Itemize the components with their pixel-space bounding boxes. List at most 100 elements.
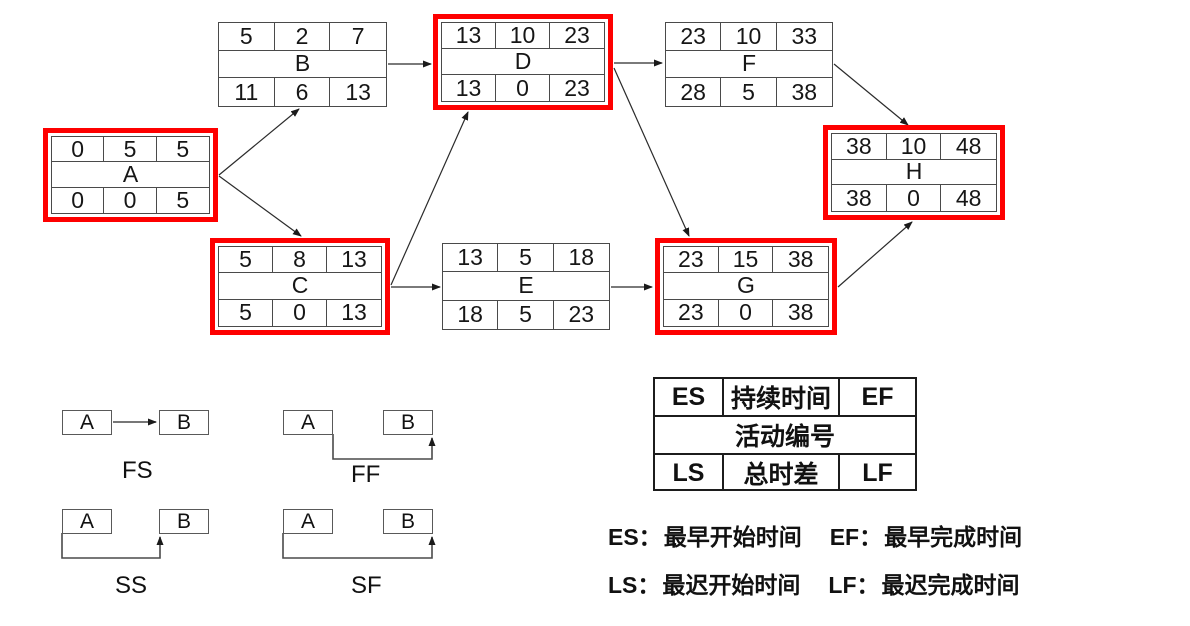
- node-C-es: 5: [219, 247, 273, 274]
- node-B-ef: 7: [330, 23, 386, 51]
- legend-cell-ls: LS: [655, 455, 724, 491]
- node-A-id: A: [52, 162, 209, 188]
- node-A-ls: 0: [52, 187, 105, 213]
- legend-cell-duration: 持续时间: [724, 379, 840, 417]
- activity-node-C: 5 8 13 C 5 0 13: [210, 238, 390, 335]
- definition-line-early: ES： 最早开始时间 EF： 最早完成时间: [608, 518, 1022, 552]
- node-F-ls: 28: [666, 78, 722, 106]
- activity-node-A: 0 5 5 A 0 0 5: [43, 128, 218, 222]
- node-C-ef: 13: [327, 247, 381, 274]
- node-H-duration: 10: [886, 134, 942, 160]
- legend-cell-lf: LF: [862, 458, 893, 487]
- node-D-total-float: 0: [496, 75, 550, 101]
- node-G-total-float: 0: [719, 299, 774, 326]
- node-B-es: 5: [219, 23, 275, 51]
- fs-box-a: A: [62, 410, 112, 435]
- node-H-ls: 38: [832, 185, 887, 211]
- node-F-id: F: [666, 51, 832, 79]
- activity-table-B: 5 2 7 B 11 6 13: [218, 22, 387, 107]
- node-H-es: 38: [832, 134, 887, 160]
- fs-box-b: B: [159, 410, 209, 435]
- activity-table-F: 23 10 33 F 28 5 38: [665, 22, 833, 107]
- activity-node-H: 38 10 48 H 38 0 48: [823, 125, 1005, 220]
- edge-A-B: [218, 108, 300, 176]
- node-E-duration: 5: [498, 244, 554, 273]
- legend-table: ES 持续时间 EF 活动编号 LS 总时差 LF: [653, 377, 917, 491]
- node-C-ls: 5: [219, 299, 273, 326]
- legend-cell-ef: EF: [840, 379, 915, 417]
- node-D-ef: 23: [550, 23, 604, 49]
- node-F-duration: 10: [721, 23, 777, 51]
- node-G-es: 23: [664, 247, 719, 274]
- node-F-ef: 33: [776, 23, 832, 51]
- node-D-ls: 13: [442, 75, 496, 101]
- definition-es-term: ES：: [608, 524, 662, 550]
- edge-A-C: [218, 175, 302, 237]
- node-D-lf: 23: [564, 74, 590, 101]
- definition-ef-text: 最早完成时间: [884, 524, 1023, 550]
- node-B-ls: 11: [219, 78, 275, 106]
- activity-node-F: 23 10 33 F 28 5 38: [665, 22, 833, 107]
- activity-table-H: 38 10 48 H 38 0 48: [831, 133, 997, 212]
- node-E-id: E: [443, 272, 609, 301]
- fs-label: FS: [122, 457, 153, 484]
- node-B-lf: 13: [345, 78, 371, 105]
- definition-es: ES： 最早开始时间: [608, 518, 802, 552]
- definition-ls-text: 最迟开始时间: [662, 572, 801, 598]
- node-B-total-float: 6: [275, 78, 331, 106]
- edge-G-H: [837, 221, 913, 288]
- legend-cell-total-float: 总时差: [724, 455, 840, 491]
- node-E-lf: 23: [568, 301, 595, 328]
- activity-table-D: 13 10 23 D 13 0 23: [441, 22, 605, 102]
- node-F-total-float: 5: [721, 78, 777, 106]
- node-D-id: D: [442, 49, 604, 75]
- node-A-lf: 5: [176, 186, 190, 213]
- definition-lf: LF： 最迟完成时间: [828, 566, 1019, 600]
- activity-table-G: 23 15 38 G 23 0 38: [663, 246, 829, 327]
- node-B-id: B: [219, 51, 386, 79]
- connector-SS: [61, 533, 164, 559]
- node-H-id: H: [832, 160, 996, 186]
- activity-node-G: 23 15 38 G 23 0 38: [655, 238, 837, 335]
- node-C-duration: 8: [273, 247, 327, 274]
- node-G-ef: 38: [773, 247, 828, 274]
- node-A-duration: 5: [104, 137, 157, 163]
- sf-box-a: A: [283, 509, 333, 534]
- node-G-ls: 23: [664, 299, 719, 326]
- node-C-id: C: [219, 273, 381, 300]
- definition-line-late: LS： 最迟开始时间 LF： 最迟完成时间: [608, 566, 1020, 600]
- connector-SF: [282, 533, 436, 559]
- node-A-total-float: 0: [104, 187, 157, 213]
- activity-table-A: 0 5 5 A 0 0 5: [51, 136, 210, 214]
- connector-FF: [332, 434, 436, 460]
- definition-ef-term: EF：: [829, 524, 883, 550]
- legend-cell-es: ES: [655, 379, 724, 417]
- activity-node-B: 5 2 7 B 11 6 13: [218, 22, 387, 107]
- ss-box-a: A: [62, 509, 112, 534]
- sf-box-b: B: [383, 509, 433, 534]
- node-C-total-float: 0: [273, 299, 327, 326]
- node-G-lf: 38: [787, 299, 814, 326]
- node-E-total-float: 5: [498, 300, 554, 329]
- node-G-duration: 15: [718, 247, 774, 274]
- node-H-total-float: 0: [887, 185, 942, 211]
- node-C-lf: 13: [341, 299, 367, 326]
- definition-ls: LS： 最迟开始时间: [608, 566, 800, 600]
- ss-label: SS: [115, 572, 148, 599]
- node-A-ef: 5: [156, 137, 209, 163]
- ff-box-b: B: [383, 410, 433, 435]
- definition-lf-text: 最迟完成时间: [881, 572, 1020, 598]
- definition-ls-term: LS：: [608, 572, 661, 598]
- node-D-es: 13: [442, 23, 496, 49]
- node-F-es: 23: [666, 23, 722, 51]
- node-A-es: 0: [52, 137, 105, 163]
- legend-cell-activity: 活动编号: [655, 417, 915, 455]
- activity-table-E: 13 5 18 E 18 5 23: [442, 243, 610, 330]
- node-H-lf: 48: [955, 184, 982, 211]
- ff-box-a: A: [283, 410, 333, 435]
- activity-table-C: 5 8 13 C 5 0 13: [218, 246, 382, 327]
- node-E-es: 13: [443, 244, 499, 273]
- node-E-ls: 18: [443, 300, 499, 329]
- ff-label: FF: [351, 461, 381, 488]
